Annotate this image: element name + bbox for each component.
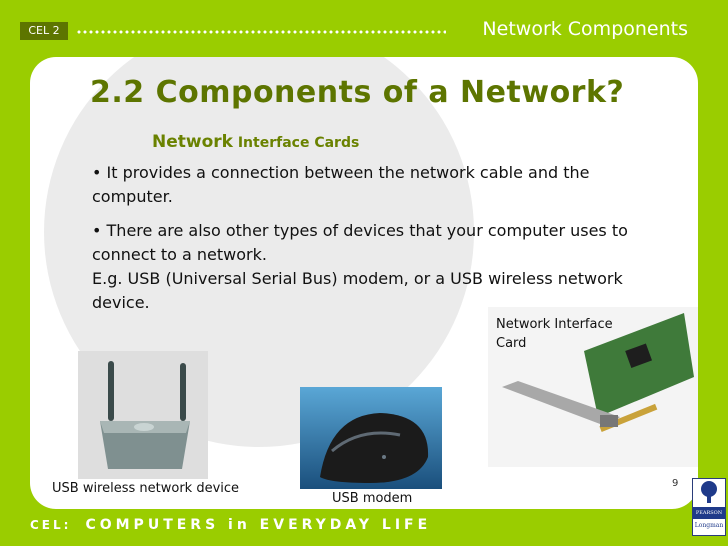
nic-image	[488, 307, 698, 467]
slide-title: 2.2 Components of a Network?	[90, 75, 625, 110]
header-title: Network Components	[482, 18, 688, 40]
usb-modem-image	[300, 387, 442, 489]
usb-modem-drawing	[300, 387, 442, 489]
modem-caption: USB modem	[332, 491, 413, 506]
footer-text: COMPUTERS in EVERYDAY LIFE	[85, 517, 432, 533]
wireless-caption: USB wireless network device	[52, 481, 240, 496]
pearson-logo: PEARSON Longman	[692, 478, 726, 536]
dotted-divider	[76, 30, 446, 34]
cel-badge: CEL 2	[20, 22, 68, 40]
subtitle-network: Network	[152, 132, 233, 152]
top-bar: CEL 2 Network Components	[0, 0, 728, 52]
bullet-other-devices-example: E.g. USB (Universal Serial Bus) modem, o…	[92, 269, 623, 312]
page-number: 9	[672, 478, 679, 489]
content-panel: 2.2 Components of a Network? Network Int…	[30, 57, 698, 509]
wireless-device-image	[78, 351, 208, 479]
nic-drawing	[488, 307, 698, 467]
pearson-label: PEARSON	[693, 507, 725, 519]
footer-cel: CEL:	[30, 518, 72, 532]
bullet-connection: • It provides a connection between the n…	[92, 163, 590, 206]
nic-caption: Network Interface Card	[496, 317, 613, 351]
bullet-other-devices-line1: • There are also other types of devices …	[92, 221, 628, 264]
wireless-device-drawing	[78, 351, 208, 479]
bullet-other-devices: • There are also other types of devices …	[92, 219, 642, 315]
longman-label: Longman	[694, 522, 724, 529]
tree-icon	[693, 479, 725, 505]
footer: CEL: COMPUTERS in EVERYDAY LIFE	[30, 517, 431, 533]
subtitle-interface-cards: Interface Cards	[232, 135, 360, 151]
slide-subtitle: Network Interface Cards	[152, 132, 359, 152]
